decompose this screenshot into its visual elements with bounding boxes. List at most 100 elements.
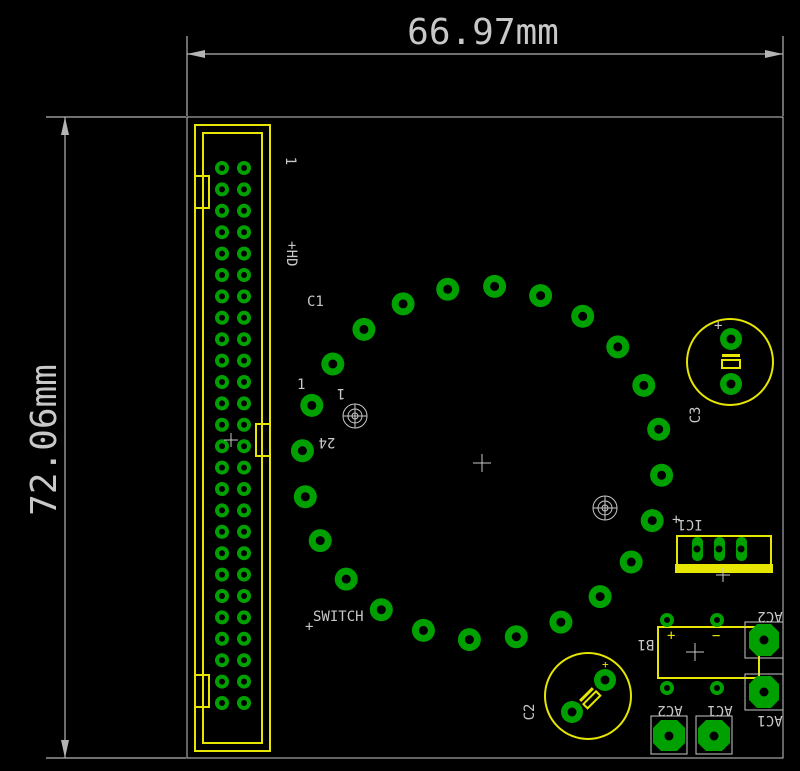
hd-pin (237, 246, 251, 261)
hd-pin (215, 696, 229, 710)
hd-pin (237, 653, 251, 668)
hd-pin (215, 332, 229, 347)
switch-pad (483, 274, 507, 298)
switch-pad (290, 439, 314, 463)
board-outline (186, 116, 784, 759)
pin-1-label: 1 (297, 377, 305, 393)
hd-pin (237, 482, 251, 496)
hd-pin (215, 182, 229, 197)
switch-pad-ring (290, 274, 674, 652)
width-dimension: 66.97mm (186, 12, 784, 116)
width-dimension-label: 66.97mm (407, 12, 559, 53)
hd-pin (215, 161, 229, 175)
mounting-hole-left (342, 403, 368, 429)
hd-pin (237, 460, 251, 475)
hd-pin (237, 161, 251, 175)
switch-pad (650, 463, 674, 487)
switch-pad (504, 625, 528, 649)
ac1-bottom-label: AC1 (707, 702, 732, 718)
ic1-regulator (675, 535, 773, 582)
svg-text:+: + (672, 512, 680, 528)
hd-pin (237, 439, 251, 454)
hd-designator: HD (283, 250, 299, 267)
switch-pad (411, 618, 435, 642)
hd-pin (215, 567, 229, 582)
hd-pin (215, 225, 229, 240)
switch-pad (308, 529, 332, 553)
hd-pin (237, 225, 251, 240)
hd-pin (237, 375, 251, 389)
svg-text:+: + (602, 658, 609, 671)
switch-label: SWITCH (313, 609, 364, 625)
ac2-bottom-label: AC2 (657, 702, 682, 718)
hd-pin (237, 589, 251, 603)
ac2-pad-bottom (650, 715, 688, 755)
pin-1-rotated-label: 1 (337, 385, 345, 401)
hd-pin (237, 674, 251, 689)
c3-label: C3 (688, 407, 704, 424)
switch-pad (321, 352, 345, 376)
switch-pad (391, 292, 415, 316)
hd-pin (215, 417, 229, 432)
c2-label: C2 (522, 704, 538, 721)
hd-pin (215, 246, 229, 261)
hd-pin (215, 353, 229, 368)
switch-pad (369, 598, 393, 622)
switch-center-mark (473, 454, 491, 472)
switch-pad (640, 509, 664, 533)
ac2-right-label: AC2 (757, 608, 782, 624)
hd-pin (215, 653, 229, 668)
hd-pin (215, 460, 229, 475)
switch-pad (571, 304, 595, 328)
hd-pin (237, 268, 251, 282)
switch-pad (436, 277, 460, 301)
svg-text:+: + (305, 619, 313, 635)
svg-text:+: + (667, 628, 675, 644)
hd-pin (215, 439, 229, 454)
switch-pad (352, 317, 376, 341)
hd-pin (237, 631, 251, 646)
hd-pin (237, 203, 251, 218)
hd-pin (215, 524, 229, 539)
height-dimension-label: 72.06mm (24, 364, 65, 516)
hd-pin (215, 482, 229, 496)
switch-pad (529, 284, 553, 308)
hd-pin (215, 503, 229, 518)
hd-pin (237, 182, 251, 197)
switch-pad (293, 485, 317, 509)
hd-pin (237, 696, 251, 710)
b1-label: B1 (638, 636, 655, 652)
switch-pad (588, 585, 612, 609)
hd-pin (237, 332, 251, 347)
switch-pad (647, 417, 671, 441)
hd-pin (215, 375, 229, 389)
hd-pin (237, 396, 251, 411)
ac2-pad-right (744, 621, 784, 659)
switch-pad (619, 550, 643, 574)
hd-pin1-label: 1 (282, 157, 298, 165)
hd-pin (237, 503, 251, 518)
svg-text:+: + (288, 238, 296, 254)
ic1-label: IC1 (677, 516, 702, 532)
hd-pin (215, 674, 229, 689)
hd-pin (215, 203, 229, 218)
height-dimension: 72.06mm (24, 116, 186, 759)
hd-pin (215, 268, 229, 282)
hd-connector (194, 124, 271, 752)
hd-pin (237, 567, 251, 582)
switch-pad (606, 335, 630, 359)
hd-pin (215, 631, 229, 646)
hd-pin-array (215, 161, 251, 710)
hd-pin (237, 546, 251, 561)
hd-pin (237, 353, 251, 368)
hd-pin (237, 289, 251, 304)
b1-bridge-rectifier: + − (657, 613, 760, 695)
switch-pad (300, 393, 324, 417)
pin-24-label: 24 (319, 434, 336, 450)
hd-pin (237, 417, 251, 432)
c1-label: C1 (307, 294, 324, 310)
hd-pin (215, 589, 229, 603)
c2-capacitor: + (544, 652, 632, 740)
hd-pin (237, 524, 251, 539)
